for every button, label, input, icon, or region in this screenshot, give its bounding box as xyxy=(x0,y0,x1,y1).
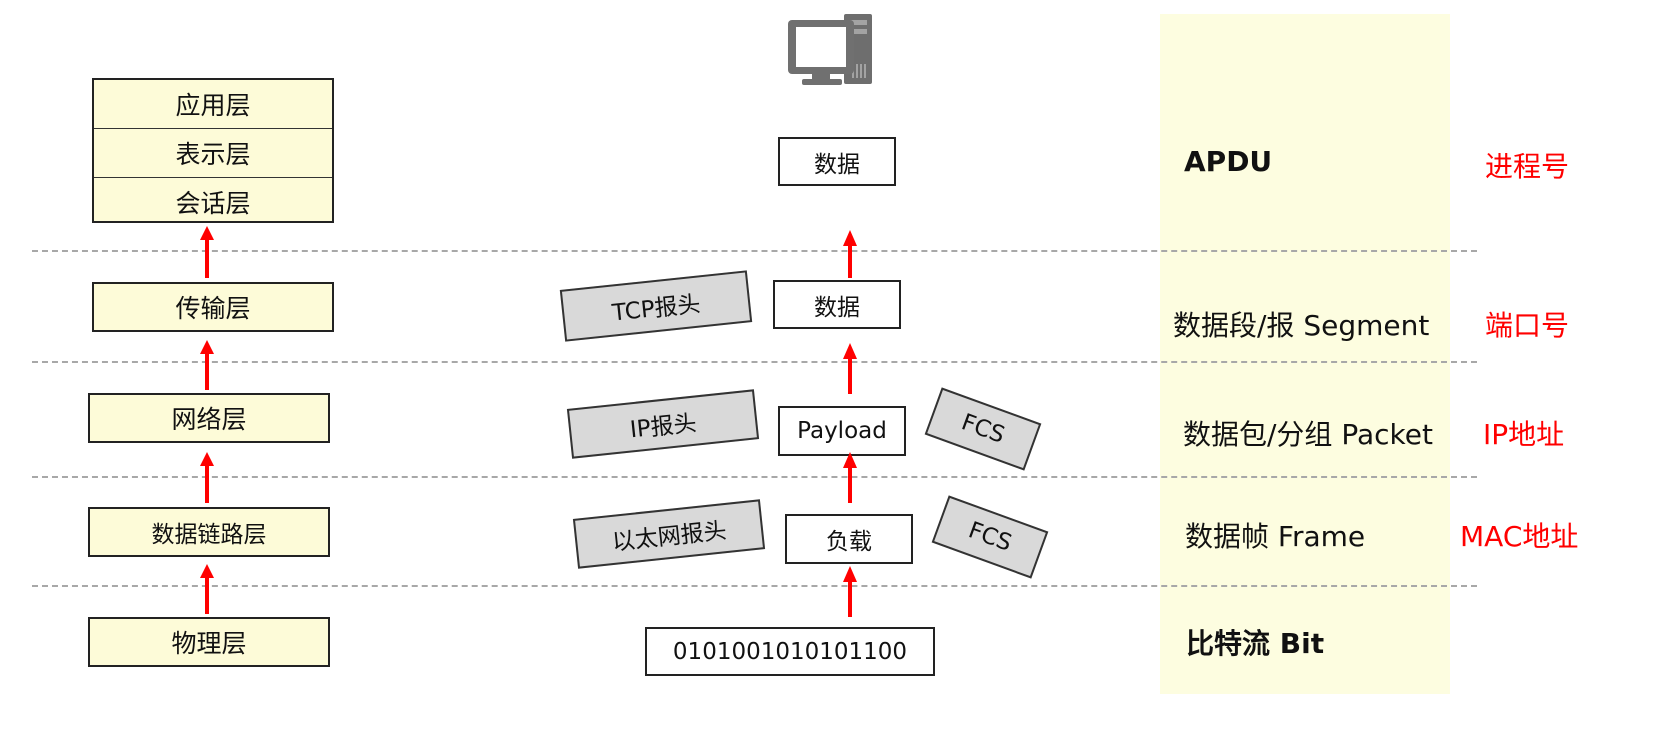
computer-icon xyxy=(788,14,872,85)
up-arrow-head xyxy=(843,230,857,246)
divider-line xyxy=(32,585,1477,587)
physical-layer: 物理层 xyxy=(88,617,330,667)
address-ip: IP地址 xyxy=(1483,418,1565,451)
upper-layers-stack: 应用层 表示层 会话层 xyxy=(92,78,334,223)
up-arrow-head xyxy=(843,343,857,359)
transport-layer: 传输层 xyxy=(92,282,334,332)
address-port: 端口号 xyxy=(1485,309,1570,342)
up-arrow-head xyxy=(200,340,214,354)
application-layer: 应用层 xyxy=(94,80,332,129)
presentation-layer: 表示层 xyxy=(94,129,332,178)
up-arrow-head xyxy=(843,566,857,582)
up-arrow-head xyxy=(843,452,857,468)
divider-line xyxy=(32,476,1477,478)
bitstream-box: 0101001010101100 xyxy=(645,627,935,676)
address-mac: MAC地址 xyxy=(1460,520,1579,553)
divider-line xyxy=(32,250,1477,252)
tcp-data-box: 数据 xyxy=(773,280,901,329)
divider-line xyxy=(32,361,1477,363)
pdu-apdu: APDU xyxy=(1184,145,1273,178)
pdu-packet: 数据包/分组 Packet xyxy=(1183,418,1433,451)
datalink-layer: 数据链路层 xyxy=(88,507,330,557)
pdu-frame: 数据帧 Frame xyxy=(1185,520,1366,553)
up-arrow-head xyxy=(200,564,214,578)
app-data-box: 数据 xyxy=(778,137,896,186)
pdu-segment: 数据段/报 Segment xyxy=(1173,309,1430,342)
up-arrow-head xyxy=(200,226,214,240)
address-process: 进程号 xyxy=(1485,150,1570,183)
network-layer: 网络层 xyxy=(88,393,330,443)
ip-payload-box: Payload xyxy=(778,406,906,456)
up-arrow-head xyxy=(200,452,214,466)
pdu-column-background xyxy=(1160,14,1450,694)
session-layer: 会话层 xyxy=(175,189,251,218)
ethernet-payload-box: 负载 xyxy=(785,514,913,564)
pdu-bit: 比特流 Bit xyxy=(1186,627,1325,660)
